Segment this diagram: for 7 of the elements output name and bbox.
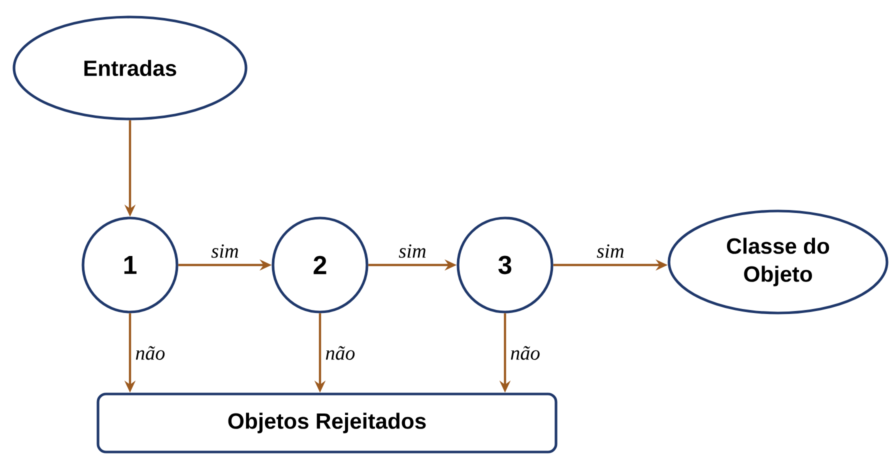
edge-label: não bbox=[136, 346, 165, 360]
edge-label: não bbox=[326, 346, 355, 360]
edge-label: sim bbox=[596, 244, 624, 258]
process-box: Objetos Rejeitados bbox=[96, 392, 558, 454]
edge-label: não bbox=[510, 346, 540, 360]
edge-label: sim bbox=[211, 244, 238, 258]
edge-label: sim bbox=[398, 244, 426, 258]
